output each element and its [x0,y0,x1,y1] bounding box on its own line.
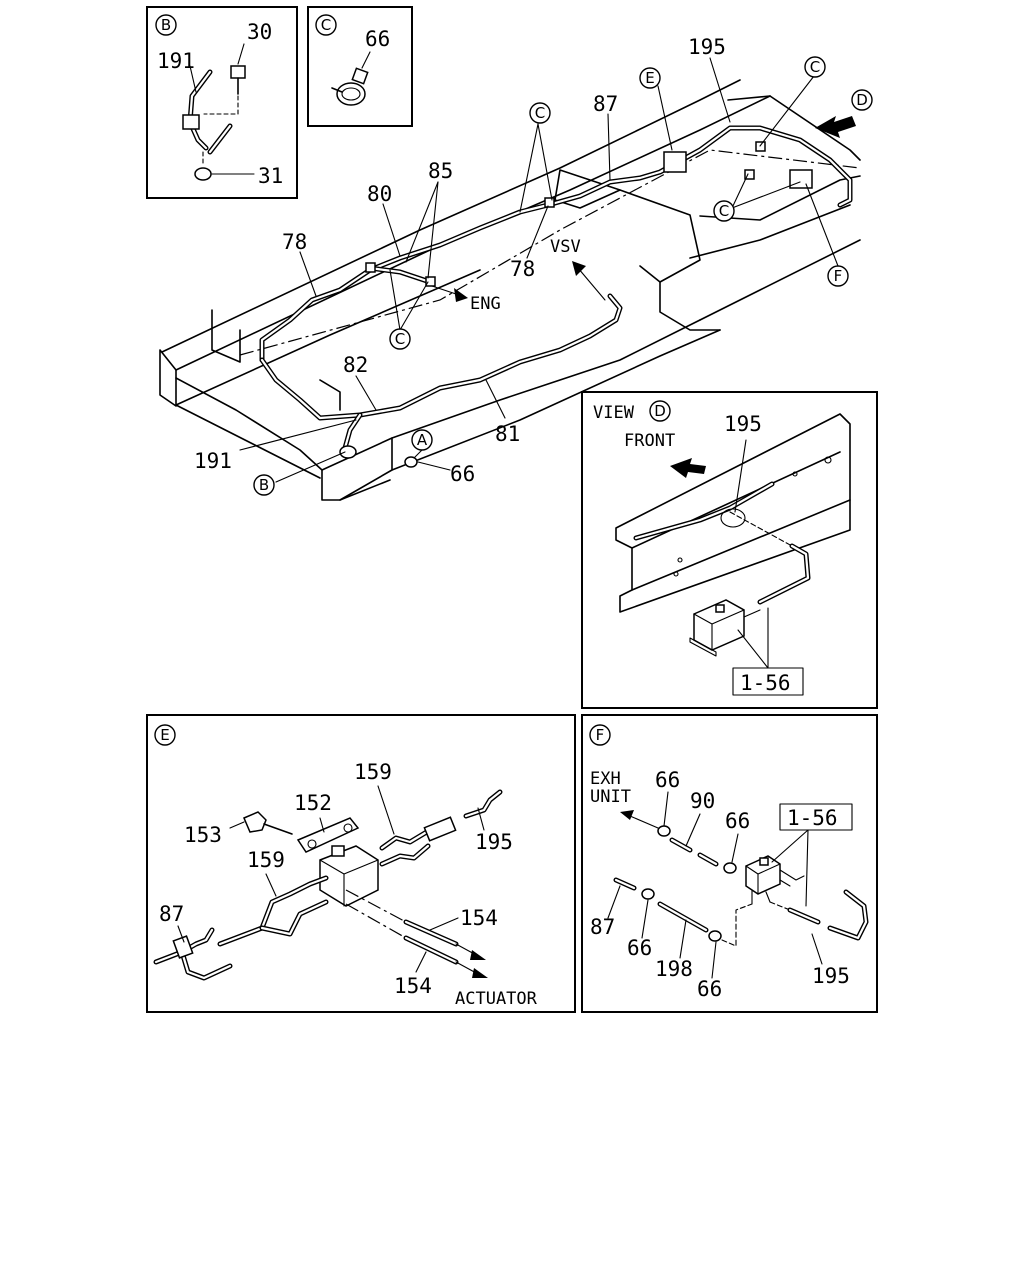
exh-label-line1: EXH [590,769,621,789]
circle-label-b [155,14,177,36]
vsv-f [745,855,781,895]
callout-78-left: 78 [282,230,307,254]
frame-rail-lower [391,319,701,439]
transmission-tunnel [619,189,701,283]
ref-label-1-56-d: 1-56 [740,671,791,695]
callout-81: 81 [495,422,520,446]
panel-e-part-195: 195 [475,830,513,854]
callout-87: 87 [593,92,618,116]
panel-f-letter: F [596,726,605,744]
panel-e-part-152: 152 [294,791,332,815]
detail-panel-view-d: VIEW D FRONT 195 1-56 [581,391,878,709]
bolt-153 [243,811,267,833]
clip-66 [336,82,366,106]
panel-b-frame [146,6,298,199]
callout-195: 195 [688,35,726,59]
connector [423,816,457,842]
frame-rear-end [159,349,177,407]
part-label-191: 191 [157,49,195,73]
clip-66-f1 [657,825,671,837]
valve-f [789,169,813,189]
panel-e-part-154-upper: 154 [460,906,498,930]
part-label-30: 30 [247,20,272,44]
panel-e-frame [146,714,576,1013]
panel-f-part-90: 90 [690,789,715,813]
circle-label-c-4: C [719,202,729,220]
callout-85: 85 [428,159,453,183]
arrow-label-eng: ENG [470,294,501,314]
panel-e-part-159-top: 159 [354,760,392,784]
panel-f-part-66-b: 66 [725,809,750,833]
vsv-valve-block [663,151,687,173]
callout-66: 66 [450,462,475,486]
view-d-title: VIEW [593,403,635,423]
frame-rail [615,413,851,613]
bolt-30-head [230,65,246,79]
panel-e-part-87: 87 [159,902,184,926]
main-frame-view: ENG VSV 195 87 80 85 78 78 82 81 191 66 … [159,35,873,501]
arrow-label-vsv: VSV [550,237,581,257]
panel-e-part-159-bottom: 159 [247,848,285,872]
clip-66-f4 [708,930,722,942]
hose-159-upper [379,827,433,851]
panel-f-part-87: 87 [590,915,615,939]
callout-80: 80 [367,182,392,206]
hose-195-d [757,543,811,605]
callout-82: 82 [343,353,368,377]
clip-66-f2 [723,862,737,874]
nut-31 [194,167,212,181]
panel-f-part-66-a: 66 [655,768,680,792]
frame-rail-top-edge [161,79,741,353]
circle-label-f: F [834,267,843,285]
view-d-letter: D [654,402,666,420]
panel-f-part-66-c: 66 [627,936,652,960]
bracket-152 [296,817,360,853]
part-label-31: 31 [258,164,283,188]
clip-66-main [404,456,418,468]
panel-e-letter: E [160,726,169,744]
front-label: FRONT [624,431,675,451]
callout-78-center: 78 [510,257,535,281]
clip-66-f3 [641,888,655,900]
front-arrow [670,458,706,478]
view-d-arrow [815,116,856,138]
vsv-valve [319,845,379,907]
circle-label-e: E [645,69,654,87]
detail-panel-c: C 66 [307,6,413,127]
panel-d-frame [581,391,878,709]
hose-clamp [182,114,200,130]
detail-panel-f: F EXH UNIT 66 90 66 8 [581,714,878,1013]
ref-label-1-56-f: 1-56 [787,806,838,830]
panel-b-letter: B [161,16,171,34]
panel-f-part-195: 195 [812,964,850,988]
part-label-66: 66 [365,27,390,51]
detail-panel-e: E [146,714,576,1013]
circle-label-a: A [417,431,428,449]
exh-label-line2: UNIT [590,787,631,807]
panel-f-frame [581,714,878,1013]
view-d-part-195: 195 [724,412,762,436]
panel-f-part-198: 198 [655,957,693,981]
circle-label-c-2: C [395,330,405,348]
circle-label-c-3: C [810,58,820,76]
panel-e-part-154-lower: 154 [394,974,432,998]
detail-panel-b: B 191 30 31 [146,6,298,199]
hose-191 [187,69,213,151]
callout-191: 191 [194,449,232,473]
circle-label-d: D [856,91,868,109]
panel-c-letter: C [321,16,331,34]
actuator-label: ACTUATOR [455,989,538,1009]
frame-centerline [239,149,861,356]
panel-c-frame [307,6,413,127]
ref-box-1-56-f [779,803,853,831]
circle-label-b: B [259,476,269,494]
circle-label-c-1: C [535,104,545,122]
panel-e-part-153: 153 [184,823,222,847]
circle-label-c-panel [315,14,337,36]
panel-f-part-66-d: 66 [697,977,722,1001]
